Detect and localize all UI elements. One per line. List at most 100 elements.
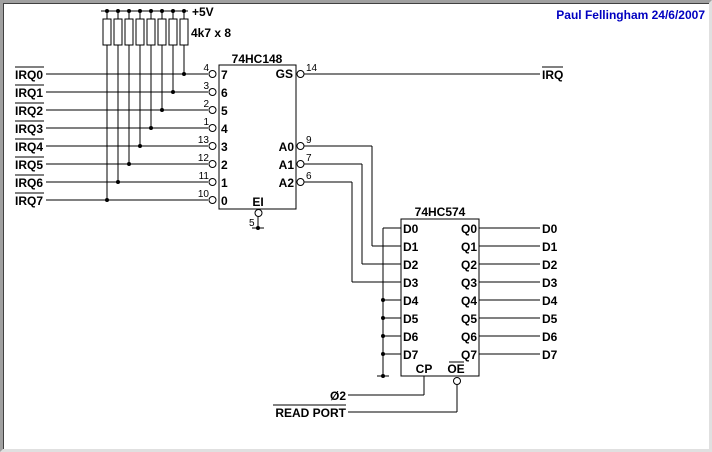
q-output-label: Q0 xyxy=(461,222,477,236)
input-bubble xyxy=(208,196,217,204)
pin-number: 7 xyxy=(306,153,312,164)
power-label: +5V xyxy=(192,5,214,19)
chip-output-label: A1 xyxy=(279,158,295,172)
d-input-label: D0 xyxy=(403,222,419,236)
resistor xyxy=(179,18,189,46)
input-bubble xyxy=(208,178,217,186)
data-bus-label: D6 xyxy=(542,330,558,344)
chip-output-label: A2 xyxy=(279,176,295,190)
ei-label: EI xyxy=(252,195,263,209)
data-bus-label: D0 xyxy=(542,222,558,236)
resistor xyxy=(146,18,156,46)
irq-input-label: IRQ0 xyxy=(15,68,43,82)
gs-label: GS xyxy=(276,67,293,81)
resistor-label: 4k7 x 8 xyxy=(191,26,231,40)
input-bubble xyxy=(208,106,217,114)
pullup-resistors xyxy=(102,9,189,202)
data-bus-label: D3 xyxy=(542,276,558,290)
pin-number: 9 xyxy=(306,135,312,146)
q-output-label: Q6 xyxy=(461,330,477,344)
chip-input-label: 5 xyxy=(221,104,228,118)
power-rail: +5V 4k7 x 8 xyxy=(101,5,231,40)
pin-number: 11 xyxy=(199,171,210,182)
chip-input-label: 1 xyxy=(221,176,228,190)
output-bubble xyxy=(296,178,305,186)
q-output-label: Q7 xyxy=(461,348,477,362)
pin-number: 10 xyxy=(198,189,210,200)
q-output-label: Q5 xyxy=(461,312,477,326)
gs-pin: 14 xyxy=(306,63,318,74)
author-credit: Paul Fellingham 24/6/2007 xyxy=(556,8,705,22)
cp-label: CP xyxy=(416,362,433,376)
irq-input-label: IRQ2 xyxy=(15,104,43,118)
pin-number: 2 xyxy=(203,99,209,110)
d-input-label: D2 xyxy=(403,258,419,272)
data-bus-label: D5 xyxy=(542,312,558,326)
resistor xyxy=(157,18,167,46)
resistor xyxy=(124,18,134,46)
data-bus-label: D4 xyxy=(542,294,558,308)
irq-input-label: IRQ5 xyxy=(15,158,43,172)
resistor xyxy=(113,18,123,46)
pin-number: 6 xyxy=(306,171,312,182)
input-bubble xyxy=(208,88,217,96)
pin-number: 3 xyxy=(203,81,209,92)
clock-label: Ø2 xyxy=(330,389,346,403)
gs-bubble xyxy=(296,70,305,78)
pin-number: 4 xyxy=(203,63,209,74)
pin-number: 12 xyxy=(198,153,210,164)
irq-input-label: IRQ6 xyxy=(15,176,43,190)
d-input-label: D7 xyxy=(403,348,419,362)
read-port-label: READ PORT xyxy=(275,406,346,420)
chip-output-label: A0 xyxy=(279,140,295,154)
pin-number: 13 xyxy=(198,135,210,146)
data-bus-label: D1 xyxy=(542,240,558,254)
address-wires xyxy=(304,145,401,378)
resistor xyxy=(135,18,145,46)
q-output-label: Q1 xyxy=(461,240,477,254)
d-input-label: D6 xyxy=(403,330,419,344)
irq-output-label: IRQ xyxy=(542,68,563,82)
ei-bubble xyxy=(254,209,263,217)
chip-74hc148-name: 74HC148 xyxy=(232,52,283,66)
input-bubble xyxy=(208,70,217,78)
ei-pin: 5 xyxy=(249,218,255,229)
chip-input-label: 3 xyxy=(221,140,228,154)
input-bubble xyxy=(208,142,217,150)
data-bus-label: D2 xyxy=(542,258,558,272)
d-input-label: D3 xyxy=(403,276,419,290)
input-bubble xyxy=(208,160,217,168)
q-output-label: Q4 xyxy=(461,294,477,308)
d-input-label: D1 xyxy=(403,240,419,254)
irq-input-label: IRQ1 xyxy=(15,86,43,100)
irq-input-label: IRQ3 xyxy=(15,122,43,136)
irq-input-label: IRQ4 xyxy=(15,140,43,154)
chip-74hc574-body xyxy=(400,218,480,377)
d-input-label: D4 xyxy=(403,294,419,308)
d-input-label: D5 xyxy=(403,312,419,326)
chip-74hc574-name: 74HC574 xyxy=(415,205,466,219)
input-bubble xyxy=(208,124,217,132)
chip-input-label: 7 xyxy=(221,68,228,82)
data-bus-label: D7 xyxy=(542,348,558,362)
resistor xyxy=(168,18,178,46)
output-bubble xyxy=(296,142,305,150)
q-output-label: Q3 xyxy=(461,276,477,290)
pin-number: 1 xyxy=(203,117,209,128)
oe-bubble xyxy=(453,377,461,385)
chip-input-label: 0 xyxy=(221,194,228,208)
resistor xyxy=(102,18,112,46)
chip-input-label: 4 xyxy=(221,122,228,136)
output-bubble xyxy=(296,160,305,168)
oe-label: OE xyxy=(447,362,464,376)
chip-74hc148-body xyxy=(218,64,297,210)
q-output-label: Q2 xyxy=(461,258,477,272)
chip-input-label: 2 xyxy=(221,158,228,172)
irq-input-label: IRQ7 xyxy=(15,194,43,208)
chip-input-label: 6 xyxy=(221,86,228,100)
